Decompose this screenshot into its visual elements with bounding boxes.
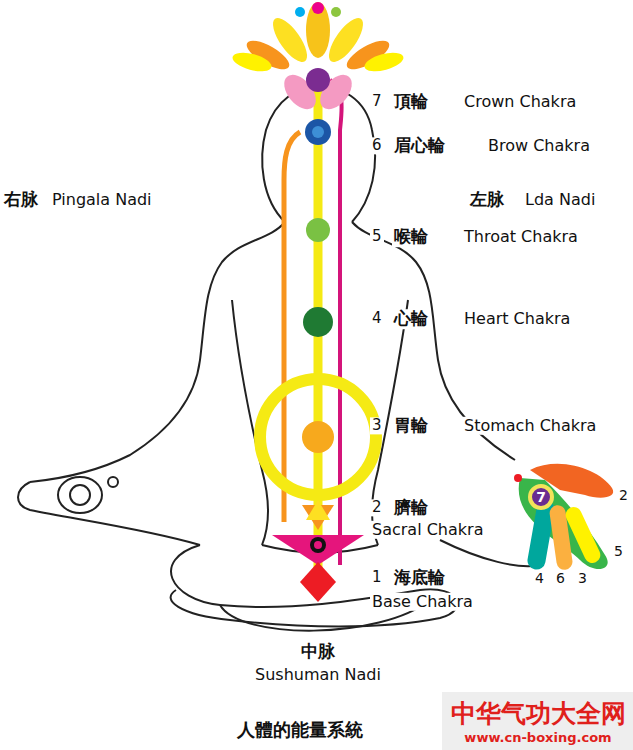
caption: 人體的能量系統 bbox=[235, 720, 365, 741]
lotus bbox=[231, 2, 406, 115]
finger-number: 2 bbox=[617, 487, 630, 503]
chakra-symbols bbox=[260, 68, 376, 602]
nadi-name: 右脉 bbox=[2, 190, 40, 210]
chakra-name: Heart Chakra bbox=[462, 310, 572, 328]
chakra-name: Brow Chakra bbox=[486, 137, 592, 155]
chakra-number: 2 bbox=[370, 499, 384, 516]
chakra-name: Sacral Chakra bbox=[370, 521, 485, 539]
chakra-name: 心輪 bbox=[392, 309, 430, 329]
chakra-name: Base Chakra bbox=[370, 593, 475, 611]
nadi-name: Pingala Nadi bbox=[50, 191, 154, 209]
finger-number: 3 bbox=[576, 570, 589, 586]
chakra-name: 頂輪 bbox=[392, 92, 430, 112]
body-outline bbox=[18, 86, 540, 631]
mudra-hand bbox=[514, 464, 613, 571]
chakra-name: 胃輪 bbox=[392, 416, 430, 436]
chakra-number: 5 bbox=[370, 228, 384, 245]
chakra-name: 喉輪 bbox=[392, 227, 430, 247]
finger-number: 5 bbox=[612, 543, 625, 559]
pingala-nadi bbox=[284, 132, 300, 522]
chakra-number: 3 bbox=[370, 417, 384, 434]
chakra-number: 4 bbox=[370, 310, 384, 327]
nadi-name: 左脉 bbox=[468, 190, 506, 210]
finger-number: 4 bbox=[533, 570, 546, 586]
chakra-number: 7 bbox=[370, 93, 384, 110]
chakra-name: 眉心輪 bbox=[392, 136, 447, 156]
nadi-name: 中脉 bbox=[299, 642, 337, 662]
chakra-number: 6 bbox=[370, 137, 384, 154]
watermark: 中华气功大全网 bbox=[451, 700, 626, 729]
watermark: www.cn-boxing.com bbox=[464, 731, 611, 746]
finger-number: 6 bbox=[554, 570, 567, 586]
chakra-name: 海底輪 bbox=[392, 568, 447, 588]
chakra-name: Stomach Chakra bbox=[462, 417, 598, 435]
palm-circle: 7 bbox=[528, 484, 554, 510]
chakra-number: 1 bbox=[370, 569, 384, 586]
chakra-name: Throat Chakra bbox=[462, 228, 580, 246]
chakra-name: Crown Chakra bbox=[462, 93, 578, 111]
nadi-name: Lda Nadi bbox=[523, 191, 597, 209]
palm-number: 7 bbox=[536, 490, 546, 504]
nadi-name: Sushuman Nadi bbox=[253, 666, 383, 684]
chakra-name: 臍輪 bbox=[392, 498, 430, 518]
